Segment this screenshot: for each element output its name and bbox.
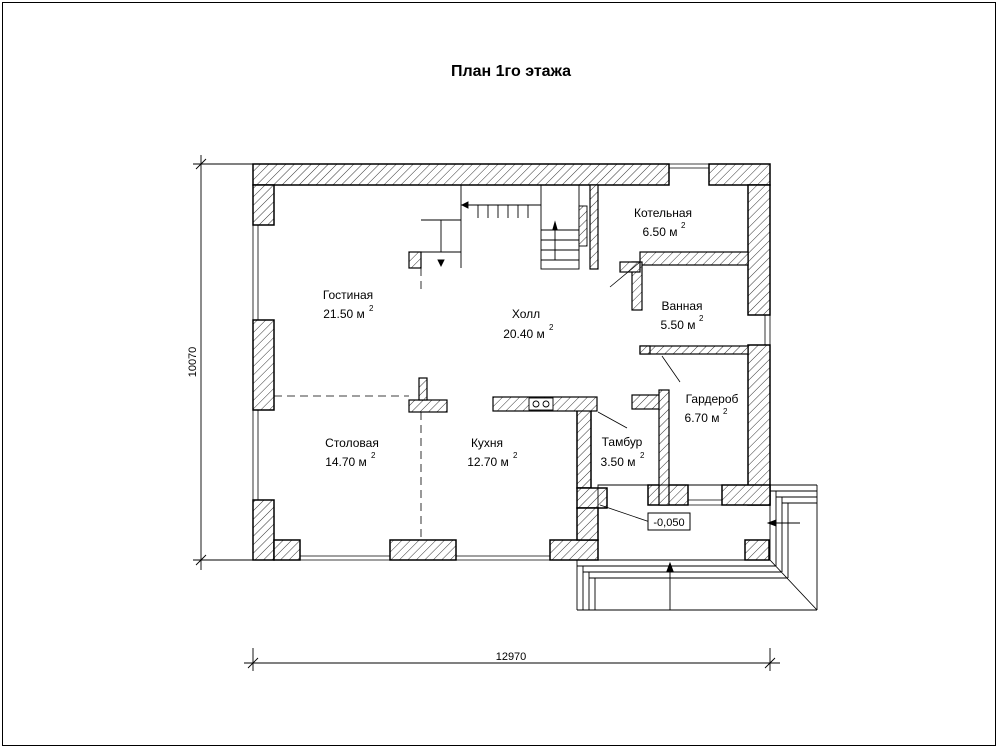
room-area-sup-kuhnya: 2 [513,451,518,460]
room-area-sup-vannaya: 2 [699,314,704,323]
room-name-gostinaya: Гостиная [323,288,373,302]
staircase [421,184,588,270]
zone-dividers [274,268,422,540]
room-area-sup-tambur: 2 [640,451,645,460]
height-dimension-label: 10070 [187,347,199,378]
room-area-sup-holl: 2 [549,323,554,332]
room-area-kuhnya: 12.70 м [467,455,509,469]
level-mark-label: -0,050 [653,517,684,529]
leader-lines [597,261,681,523]
height-dimension [193,155,253,570]
room-area-vannaya: 5.50 м [661,318,696,332]
room-name-vannaya: Ванная [661,299,702,313]
room-area-sup-garderob: 2 [723,407,728,416]
window-openings [252,163,771,561]
room-area-kotelnaya: 6.50 м [643,225,678,239]
room-name-holl: Холл [512,307,540,321]
width-dimension [244,648,780,671]
room-name-tambur: Тамбур [602,435,643,449]
room-area-gostinaya: 21.50 м [323,307,365,321]
porch-steps [576,484,818,611]
outer-walls [252,163,771,561]
room-name-kuhnya: Кухня [471,436,503,450]
room-name-garderob: Гардероб [686,392,739,406]
room-area-stolovaya: 14.70 м [325,455,367,469]
room-name-kotelnaya: Котельная [634,206,692,220]
room-area-garderob: 6.70 м [685,411,720,425]
room-area-tambur: 3.50 м [601,455,636,469]
room-name-stolovaya: Столовая [325,436,379,450]
stove [528,397,554,411]
room-area-holl: 20.40 м [503,327,545,341]
plan-title: План 1го этажа [451,63,571,80]
room-area-sup-gostinaya: 2 [369,304,374,313]
level-mark: -0,050 [647,512,691,531]
room-area-sup-stolovaya: 2 [371,451,376,460]
room-labels: Гостиная 21.50 м 2 Холл 20.40 м 2 Котель… [323,206,739,469]
width-dimension-label: 12970 [496,651,527,663]
room-area-sup-kotelnaya: 2 [681,221,686,230]
